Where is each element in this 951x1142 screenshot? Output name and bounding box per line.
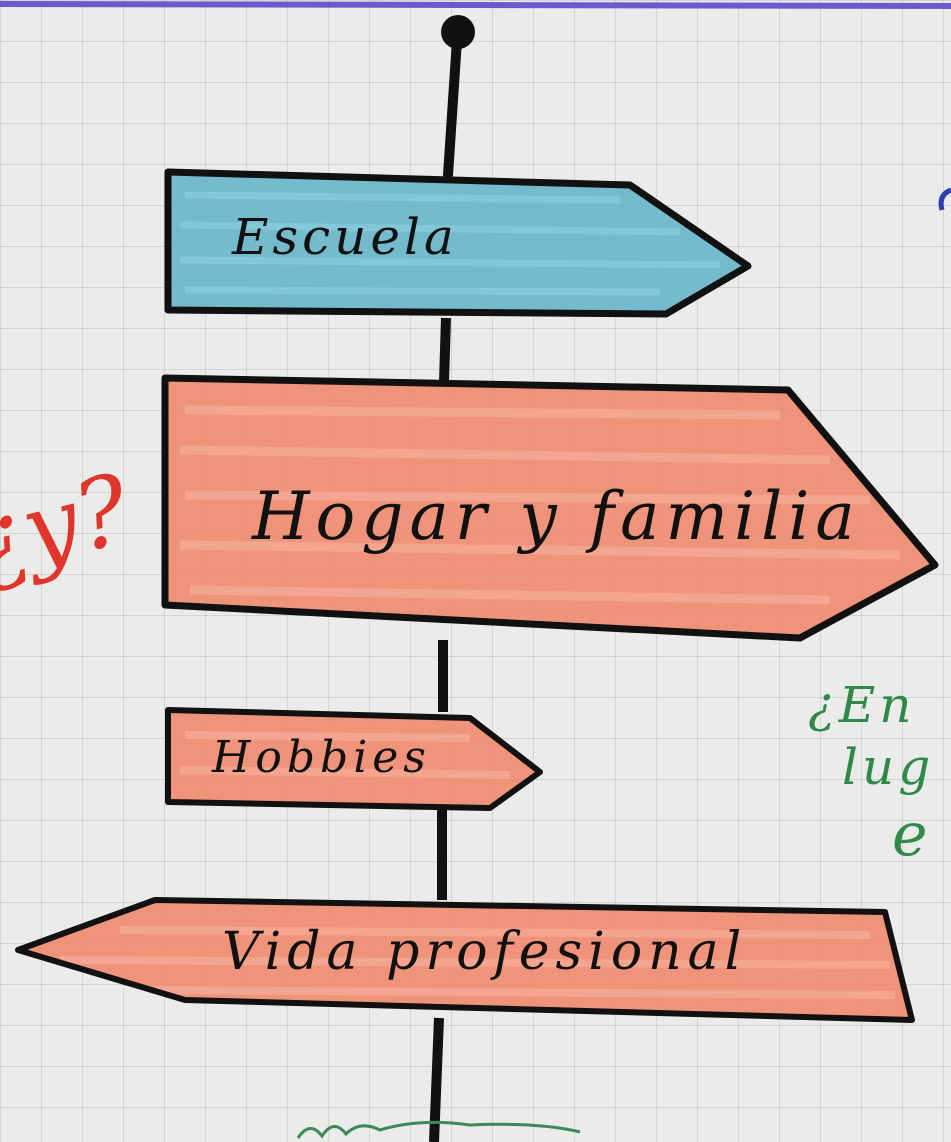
sign-vida-profesional [15, 897, 915, 1023]
margin-note-green-line3: e [892, 800, 928, 870]
sign-hogar-y-familia [161, 374, 939, 642]
top-purple-line [0, 1, 951, 9]
pole-knob [441, 15, 475, 49]
sign-label-hobbies: Hobbies [212, 732, 431, 783]
margin-note-green-line2: lug [842, 738, 935, 796]
sign-hobbies [165, 707, 543, 811]
sign-label-vida-profesional: Vida profesional [222, 922, 748, 982]
sign-label-hogar-y-familia: Hogar y familia [252, 478, 861, 555]
blue-note-fragment [938, 187, 951, 211]
green-squiggle [296, 1120, 581, 1139]
signpost-pole [429, 15, 475, 1142]
sign-label-escuela: Escuela [232, 208, 458, 266]
margin-note-green-line1: ¿En [808, 676, 916, 734]
sign-escuela [164, 168, 752, 318]
